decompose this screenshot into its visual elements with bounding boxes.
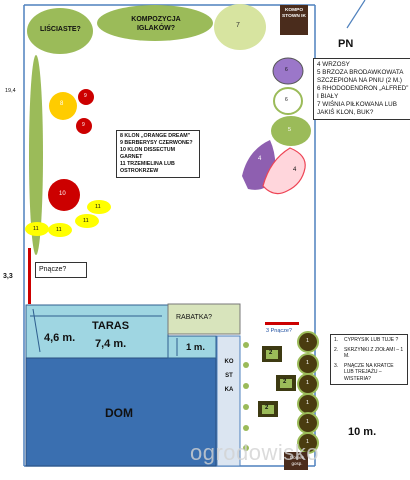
legend-item: 5 BRZOZA BRODAWKOWATA SZCZEPIONA NA PNIU… [317, 69, 404, 84]
path-dot [243, 404, 249, 410]
plant-circle-5 [271, 116, 311, 146]
path-dot [243, 445, 249, 451]
num-11d: 11 [33, 226, 39, 232]
num-4b: 4 [293, 167, 297, 173]
dim-path-width: 1 m. [186, 342, 206, 353]
left-hedge [29, 55, 43, 255]
num-6b: 6 [285, 97, 288, 103]
plant-circle-7 [214, 4, 266, 50]
dim-taras-length: 7,4 m. [95, 338, 127, 350]
plant-ellipse-11c [48, 223, 72, 237]
garden-shed [284, 452, 308, 470]
legend-item: SKRZYNKI Z ZIOŁAMI – 1 M. [344, 346, 404, 360]
legend-right-top: 4 WRZOSY 5 BRZOZA BRODAWKOWATA SZCZEPION… [313, 58, 410, 120]
num-8: 8 [60, 101, 64, 107]
dim-taras-width: 4,6 m. [44, 332, 76, 344]
num-box2c: 2 [265, 405, 269, 411]
legend-item: CYPRYSIK LUB TUJE ? [344, 337, 399, 343]
num-1f: 1 [306, 439, 310, 445]
legend-item: 11 TRZEMIELINA LUB OSTROKRZEW [120, 161, 175, 174]
legend-num: 1. [334, 337, 339, 343]
right-vine-marker [265, 322, 299, 325]
legend-item: 10 KLON DISSECTUM GARNET [120, 147, 176, 160]
plant-circle-6a [272, 57, 304, 85]
flowerbed-label: RABATKA? [176, 314, 213, 321]
north-arrow [346, 0, 366, 29]
num-5: 5 [288, 127, 292, 133]
num-1e: 1 [306, 419, 310, 425]
num-6a: 6 [285, 67, 288, 73]
dim-left-mid: 3,3 [3, 273, 13, 280]
num-9a: 9 [84, 93, 87, 99]
plant-ellipse-11b [75, 214, 99, 228]
num-9b: 9 [82, 122, 85, 128]
num-box2b: 2 [283, 379, 287, 385]
path-dot [243, 383, 249, 389]
cypress-1a [297, 331, 319, 353]
north-label: PN [338, 38, 354, 50]
num-box2a: 2 [269, 350, 273, 356]
legend-num: 2. [334, 346, 339, 353]
path-dot [243, 362, 249, 368]
plant-circle-10 [48, 179, 80, 211]
vine-left-box: Pnącze? [35, 262, 87, 278]
flowerbed [167, 303, 241, 335]
house-label: DOM [105, 406, 133, 420]
terrace-extension [167, 335, 217, 359]
plant-circle-6b [273, 87, 303, 115]
heather-pink [262, 147, 306, 195]
dim-arrow-vertical [32, 308, 41, 353]
legend-item: 4 WRZOSY [317, 61, 350, 68]
paving-label: KOSTKA [224, 359, 234, 393]
legend-num: 3. [334, 362, 339, 369]
left-vine-marker [28, 248, 31, 304]
legend-bottom-right: 1. CYPRYSIK LUB TUJE ? 2. SKRZYNKI Z ZIOŁA… [330, 334, 408, 385]
num-1b: 1 [306, 360, 310, 366]
num-11a: 11 [95, 204, 101, 210]
dim-left-top: 19,4 [5, 88, 16, 94]
num-1a: 1 [306, 338, 310, 344]
label-lisciaste: LIŚCIASTE? [40, 26, 81, 33]
legend-item: 8 KLON „ORANGE DREAM” [120, 133, 191, 139]
conifer-composition-area [97, 5, 213, 41]
num-4a: 4 [258, 156, 262, 162]
legend-item: 9 BERBERYSY CZERWONE? [120, 140, 193, 146]
legend-item: PNĄCZE NA KRATCE LUB TREJAŻU – WISTERIA? [344, 362, 394, 382]
path-dot [243, 425, 249, 431]
legend-item: 7 WIŚNIA PIŁKOWANA LUB JAKIŚ KLON, BUK? [317, 101, 397, 116]
plant-ellipse-11d [25, 222, 49, 236]
house [25, 357, 217, 467]
plant-circle-9a [78, 89, 94, 105]
plant-ellipse-11a [87, 200, 111, 214]
num-11c: 11 [56, 227, 62, 233]
label-kompozycja: KOMPOZYCJA IGLAKÓW? [131, 16, 181, 32]
vine-right-label: 3 Pnącze? [266, 328, 292, 334]
num-11b: 11 [83, 218, 89, 224]
shed-label: Domek gosp. [289, 455, 305, 466]
terrace-label: TARAS [92, 320, 130, 332]
legend-center: 8 KLON „ORANGE DREAM” 9 BERBERYSY CZERWO… [116, 130, 200, 178]
plant-circle-8 [49, 92, 77, 120]
deciduous-area [27, 8, 93, 54]
num-10: 10 [59, 191, 66, 197]
label-kompostownik: KOMPO STOWN IK [282, 8, 306, 19]
paving-path [216, 335, 241, 467]
path-dot [243, 342, 249, 348]
terrace [25, 304, 169, 359]
watermark: ogrodowisko [190, 440, 320, 465]
dim-right-length: 10 m. [348, 426, 377, 438]
num-7: 7 [236, 22, 240, 29]
compost-bin [280, 5, 308, 35]
num-1d: 1 [306, 400, 310, 406]
num-1c: 1 [306, 380, 310, 386]
legend-item: 6 RHODODENDRON „ALFRED” I BIAŁY [317, 85, 409, 100]
plant-circle-9b [76, 118, 92, 134]
